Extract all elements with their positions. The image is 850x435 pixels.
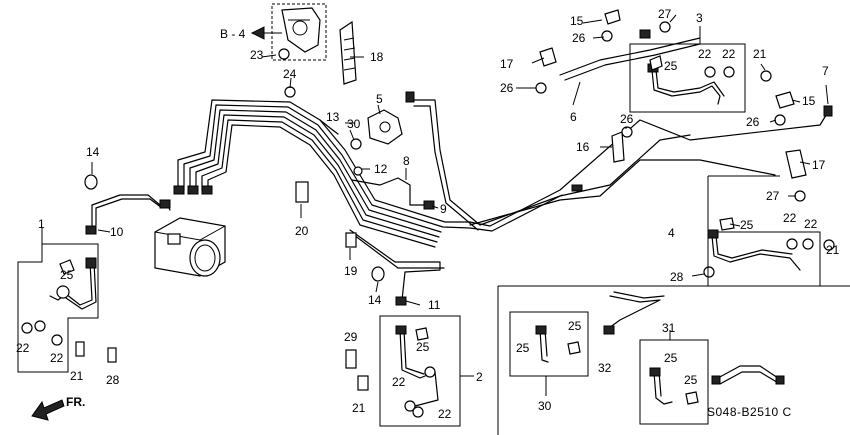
- callout-22b: 22: [50, 351, 64, 365]
- callout-30a: 30: [538, 399, 552, 413]
- callout-30b: 31: [662, 321, 676, 335]
- callout-17b: 17: [812, 158, 826, 172]
- callout-20: 20: [295, 224, 309, 238]
- callout-15a: 15: [570, 14, 584, 28]
- hose-assembly-3: [629, 26, 746, 113]
- callout-29: 30: [347, 117, 361, 131]
- callout-21b: 21: [352, 401, 366, 415]
- hose-assembly-1: [17, 228, 117, 373]
- brake-pipe-bundle: [85, 29, 833, 306]
- callout-25f: 25: [568, 319, 582, 333]
- callout-9: 9: [440, 202, 447, 216]
- callout-14b: 14: [368, 293, 382, 307]
- fasteners: [84, 9, 835, 282]
- callout-31: 32: [598, 361, 612, 375]
- callout-22h: 22: [804, 217, 818, 231]
- abs-modulator: [154, 217, 226, 277]
- callout-26a: 26: [572, 31, 586, 45]
- callout-25g: 25: [664, 351, 678, 365]
- callout-28b: 29: [344, 330, 358, 344]
- callout-27b: 28: [670, 270, 684, 284]
- callout-5: 5: [376, 92, 383, 106]
- callout-19: 19: [344, 264, 358, 278]
- callout-22c: 22: [392, 375, 406, 389]
- callout-22d: 22: [438, 407, 452, 421]
- callout-15b: 15: [802, 94, 816, 108]
- diagram-code: S048-B2510 C: [707, 405, 792, 419]
- callout-25a: 25: [60, 268, 74, 282]
- hose-assembly-2: [345, 315, 474, 427]
- callout-1: 1: [38, 217, 45, 231]
- callout-22e: 22: [698, 47, 712, 61]
- callout-26c: 26: [620, 112, 634, 126]
- callout-22a: 22: [16, 341, 30, 355]
- callout-12: 12: [374, 162, 388, 176]
- hose-assembly-4: [707, 175, 821, 287]
- callout-6: 6: [570, 110, 577, 124]
- callout-14a: 14: [86, 145, 100, 159]
- callout-26e: 27: [766, 189, 780, 203]
- front-label: FR.: [66, 395, 85, 409]
- callout-26b: 26: [500, 81, 514, 95]
- part-5: [367, 109, 403, 145]
- front-direction-arrow: [31, 399, 65, 421]
- callout-17a: 17: [500, 57, 514, 71]
- bracket-b4: [250, 3, 327, 61]
- callout-27a: 27: [658, 7, 672, 21]
- callout-21a: 21: [70, 369, 84, 383]
- callout-10: 10: [110, 225, 124, 239]
- callout-24: 24: [283, 67, 297, 81]
- callout-25b: 25: [416, 340, 430, 354]
- callout-25c: 25: [664, 59, 678, 73]
- callout-22f: 22: [722, 47, 736, 61]
- rear-hose-panel: [497, 285, 850, 435]
- callout-23: 23: [250, 48, 264, 62]
- callout-7: 7: [822, 64, 829, 78]
- callout-2: 2: [476, 370, 483, 384]
- callout-25d: 25: [740, 218, 754, 232]
- callout-26d: 26: [746, 115, 760, 129]
- callout-13: 13: [326, 110, 340, 124]
- callout-25e: 25: [516, 341, 530, 355]
- callout-21c: 21: [753, 47, 767, 61]
- callout-3: 3: [696, 11, 703, 25]
- callout-11: 11: [428, 298, 441, 312]
- callout-18: 18: [370, 50, 384, 64]
- callout-16: 16: [576, 140, 590, 154]
- callout-28a: 28: [106, 373, 120, 387]
- callout-22g: 22: [783, 211, 797, 225]
- leader-lines: [91, 14, 829, 306]
- callout-8: 8: [403, 154, 410, 168]
- clip-18: [339, 20, 357, 85]
- callout-21d: 21: [826, 243, 840, 257]
- callout-4: 4: [668, 226, 675, 240]
- ref-b4: B - 4: [220, 27, 246, 41]
- callout-25h: 25: [684, 373, 698, 387]
